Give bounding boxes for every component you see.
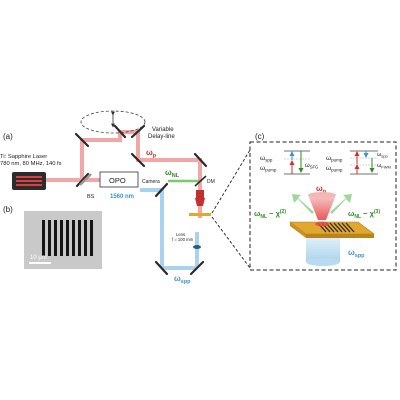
- zoom-line-bottom: [211, 216, 251, 269]
- bs-label: BS: [87, 194, 95, 200]
- panel-label-a: (a): [3, 132, 13, 141]
- laser-label-line1: Ti: Sapphire Laser: [0, 154, 47, 160]
- focusing-lens: [193, 245, 201, 249]
- panel-c-frame: [249, 141, 397, 271]
- spp-beam-cylinder: [306, 238, 340, 266]
- spp-beam-path: [140, 188, 199, 270]
- nl-emission-left-arrow: [292, 194, 314, 214]
- omega-nl-label: ωNL: [165, 168, 180, 179]
- lens-label-1: Lens: [176, 232, 185, 237]
- opo-box: [99, 171, 139, 188]
- pump-beam-path: [44, 130, 202, 218]
- beam-splitter: [79, 173, 92, 186]
- omega-spp-label: ωspp: [174, 274, 191, 285]
- sem-image: [24, 211, 102, 269]
- panel-c-omega-p: ωp: [316, 184, 327, 195]
- panel-label-b: (b): [3, 205, 13, 214]
- nl-emission-right-arrow: [330, 194, 352, 214]
- delay-line-ellipse: [80, 110, 146, 134]
- scale-bar-label: 10 μm: [30, 255, 47, 261]
- nl-chi2-label: ωNL − χ(2): [254, 209, 286, 220]
- panel-label-c: (c): [255, 132, 265, 141]
- opo-label: OPO: [109, 176, 126, 185]
- sfg-omega-out: ωSFG: [305, 163, 318, 170]
- objective-lens: [195, 190, 205, 206]
- fwm-energy-diagram: [350, 150, 378, 175]
- ti-sapphire-laser: [12, 172, 46, 190]
- sample: [189, 213, 211, 216]
- lens-label-2: f = 100 mm: [172, 237, 194, 242]
- dm-label: DM: [207, 179, 215, 185]
- pump-cone: [308, 195, 336, 220]
- laser-label-line2: 780 nm, 80 MHz, 140 fs: [0, 161, 62, 167]
- nl-chi3-label: ωNL − χ(3): [348, 209, 380, 220]
- zoom-line-top: [211, 149, 251, 214]
- omega-p-label: ωp: [146, 148, 157, 159]
- fwm-omega-out: ωFWM: [377, 163, 391, 170]
- wavelength-label: 1560 nm: [110, 194, 134, 200]
- fwm-omega-pump-top: ωpump: [326, 155, 343, 163]
- delay-line-label-2: Delay-line: [148, 134, 175, 140]
- mirrors: [74, 124, 208, 276]
- fwm-omega-pump-bottom: ωpump: [326, 165, 343, 173]
- gold-grating-sample: [289, 221, 375, 238]
- pump-cone-top: [308, 192, 336, 198]
- sfg-energy-diagram: [284, 150, 310, 175]
- panel-c-omega-spp: ωspp: [348, 248, 365, 259]
- camera-label: Camera: [142, 179, 160, 185]
- sfg-omega-pump: ωpump: [260, 165, 277, 173]
- sfg-omega-spp: ωspp: [260, 155, 273, 163]
- dichroic-mirror: [194, 175, 207, 187]
- fwm-omega-spp: ωspp: [377, 152, 389, 159]
- delay-line-label-1: Variable: [152, 127, 174, 133]
